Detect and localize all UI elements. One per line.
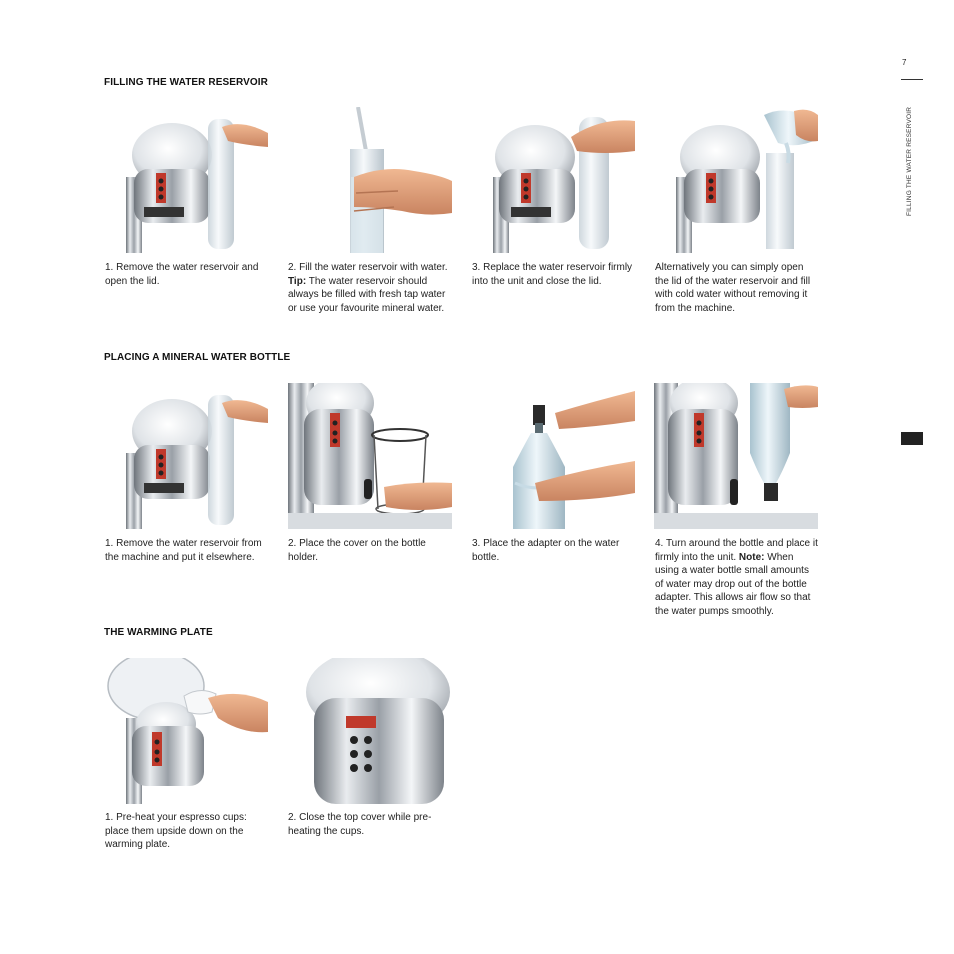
- photo-remove-reservoir: [104, 107, 268, 253]
- side-rule: [901, 79, 923, 80]
- chapter-tab: [901, 432, 923, 445]
- photo-cups-on-plate: [104, 658, 268, 804]
- caption-step: 3. Replace the water reservoir firmly in…: [472, 262, 633, 287]
- photo-remove-reservoir-2: [104, 383, 268, 529]
- caption-step: 4. Turn around the bottle and place it f…: [655, 538, 818, 617]
- caption-step: 1. Pre-heat your espresso cups: place th…: [105, 812, 247, 851]
- section-heading-mineral-bottle: PLACING A MINERAL WATER BOTTLE: [104, 352, 291, 363]
- caption-step: 3. Place the adapter on the water bottle…: [472, 538, 620, 563]
- page-number: 7: [902, 58, 907, 67]
- section-heading-warming-plate: THE WARMING PLATE: [104, 627, 213, 638]
- section-heading-filling-reservoir: FILLING THE WATER RESERVOIR: [104, 77, 269, 88]
- photo-bottle-holder-cover: [288, 383, 452, 529]
- side-section-label: FILLING THE WATER RESERVOIR: [906, 106, 913, 216]
- photo-fill-reservoir: [288, 107, 452, 253]
- caption-step: 1. Remove the water reservoir and open t…: [105, 262, 259, 287]
- photo-bottle-inserted: [654, 383, 818, 529]
- photo-pour-water: [654, 107, 818, 253]
- photo-adapter-on-bottle: [471, 383, 635, 529]
- caption-step: Alternatively you can simply open the li…: [655, 262, 811, 314]
- caption-step: 2. Fill the water reservoir with water. …: [288, 262, 448, 314]
- photo-cover-closed: [288, 658, 452, 804]
- photo-replace-reservoir: [471, 107, 635, 253]
- caption-step: 1. Remove the water reservoir from the m…: [105, 538, 262, 563]
- caption-step: 2. Place the cover on the bottle holder.: [288, 538, 426, 563]
- caption-step: 2. Close the top cover while pre-heating…: [288, 812, 432, 837]
